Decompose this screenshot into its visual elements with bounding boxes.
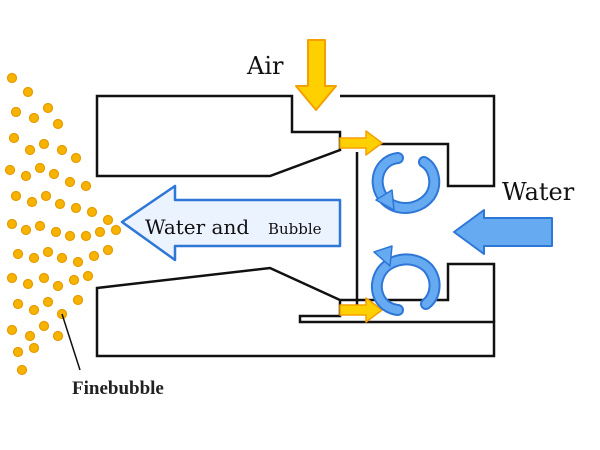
fine-bubble	[40, 190, 52, 202]
fine-bubble	[28, 342, 40, 354]
fine-bubble	[42, 102, 54, 114]
fine-bubble	[86, 206, 98, 218]
water-and-label: Water and	[145, 215, 249, 239]
fine-bubble	[16, 364, 28, 376]
water-arrow-left-icon	[453, 209, 553, 255]
fine-bubble	[28, 112, 40, 124]
fine-bubble	[12, 346, 24, 358]
air-arrow-down-icon	[295, 39, 337, 111]
fine-bubble	[6, 272, 18, 284]
fine-bubble	[88, 250, 100, 262]
fine-bubble	[4, 164, 16, 176]
fine-bubble	[42, 246, 54, 258]
fine-bubble	[64, 230, 76, 242]
fine-bubble	[56, 144, 68, 156]
fine-bubble	[22, 278, 34, 290]
finebubble-pointer	[61, 313, 81, 371]
fine-bubble	[80, 180, 92, 192]
fine-bubble	[102, 214, 114, 226]
fine-bubble	[110, 224, 122, 236]
fine-bubble	[38, 138, 50, 150]
fine-bubble	[12, 298, 24, 310]
fine-bubble	[8, 132, 20, 144]
fine-bubble	[54, 198, 66, 210]
fine-bubble	[48, 168, 60, 180]
air-jet-lower-icon	[339, 297, 383, 323]
chamber-lower-wall	[340, 262, 496, 322]
fine-bubble	[94, 226, 106, 238]
fine-bubble	[6, 72, 18, 84]
fine-bubble	[80, 230, 92, 242]
fine-bubble	[6, 218, 18, 230]
fine-bubble	[24, 330, 36, 342]
fine-bubble	[72, 256, 84, 268]
finebubble-label: Finebubble	[72, 378, 164, 399]
fine-bubble	[102, 244, 114, 256]
fine-bubble	[68, 274, 80, 286]
fine-bubble	[70, 202, 82, 214]
air-label: Air	[246, 52, 284, 80]
fine-bubble	[52, 280, 64, 292]
fine-bubble	[38, 320, 50, 332]
circular-flow-arrow-lower-inner	[372, 255, 439, 314]
circular-flow-arrow-upper-inner	[373, 154, 439, 212]
nozzle-body-lower	[95, 266, 496, 358]
fine-bubble	[64, 176, 76, 188]
bubble-label: Bubble	[268, 220, 322, 238]
water-and-bubble-arrow	[120, 184, 342, 262]
chamber-upper-wall	[340, 94, 496, 188]
air-jet-upper-icon	[339, 130, 383, 156]
fine-bubble	[10, 106, 22, 118]
fine-bubble	[20, 224, 32, 236]
fine-bubble	[20, 170, 32, 182]
fine-bubble	[72, 294, 84, 306]
fine-bubble	[28, 304, 40, 316]
fine-bubble	[38, 272, 50, 284]
fine-bubble	[12, 248, 24, 260]
fine-bubble	[26, 196, 38, 208]
fine-bubble	[82, 270, 94, 282]
fine-bubbles	[4, 72, 122, 376]
circular-flow-arrow-upper-head	[375, 189, 395, 211]
water-label: Water	[502, 178, 575, 206]
fine-bubble	[70, 152, 82, 164]
fine-bubble	[10, 190, 22, 202]
nozzle-body-upper	[95, 94, 342, 178]
fine-bubble	[22, 86, 34, 98]
fine-bubble	[6, 324, 18, 336]
fine-bubble	[34, 220, 46, 232]
fine-bubble	[50, 226, 62, 238]
circular-flow-arrow-lower-head	[373, 245, 393, 267]
fine-bubble	[52, 118, 64, 130]
fine-bubble	[28, 252, 40, 264]
fine-bubble	[56, 252, 68, 264]
fine-bubble	[34, 162, 46, 174]
fine-bubble	[52, 330, 64, 342]
fine-bubble	[42, 296, 54, 308]
fine-bubble	[24, 144, 36, 156]
